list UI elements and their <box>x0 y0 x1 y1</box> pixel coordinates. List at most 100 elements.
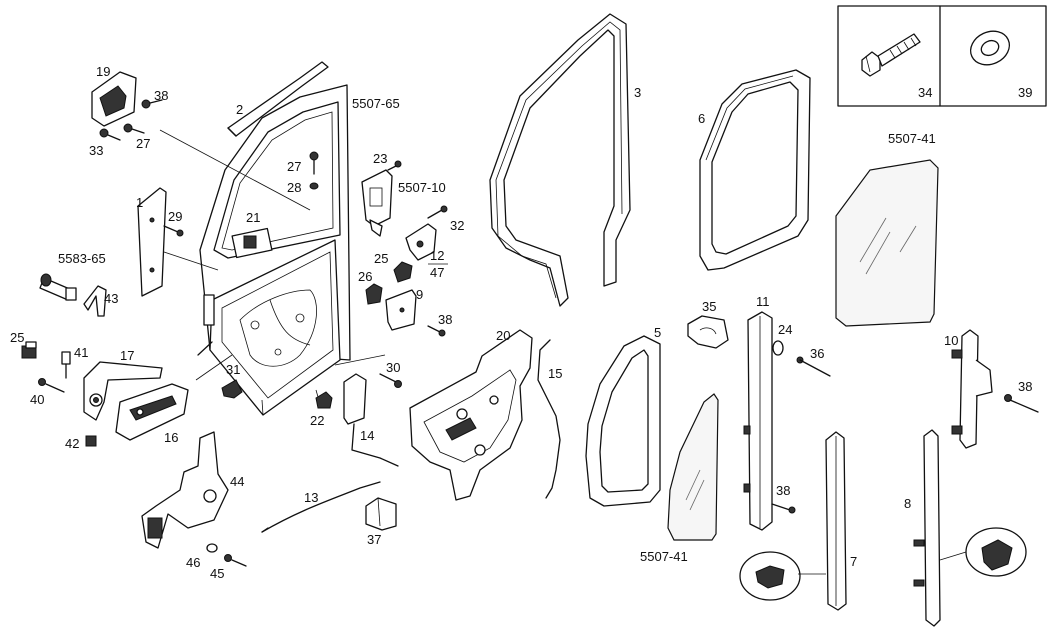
label-31: 31 <box>226 362 240 377</box>
label-5507-41-lower: 5507-41 <box>640 549 688 564</box>
part-20-regulator <box>409 329 533 501</box>
label-9: 9 <box>416 287 423 302</box>
leader-lines <box>157 129 386 405</box>
part-16-bezel <box>115 383 189 441</box>
label-26: 26 <box>358 269 372 284</box>
label-11: 11 <box>756 294 770 309</box>
screw-45 <box>224 554 247 567</box>
label-6: 6 <box>698 111 705 126</box>
part-31 <box>221 379 243 399</box>
door-lock <box>361 169 393 237</box>
screw-27-a <box>123 123 145 134</box>
label-24: 24 <box>778 322 792 337</box>
glass-upper <box>835 159 939 327</box>
label-17: 17 <box>120 348 134 363</box>
part-24-washer <box>772 340 784 356</box>
label-45: 45 <box>210 566 224 581</box>
label-38-b: 38 <box>438 312 452 327</box>
part-8-channel <box>913 429 941 627</box>
screw-36 <box>796 356 831 377</box>
label-47: 47 <box>430 265 444 280</box>
label-5583-65: 5583-65 <box>58 251 106 266</box>
label-46: 46 <box>186 555 200 570</box>
part-15-rod <box>537 339 561 499</box>
part-8-detail <box>939 527 1027 577</box>
label-23: 23 <box>373 151 387 166</box>
part-7-detail <box>739 551 826 601</box>
label-5507-41-upper: 5507-41 <box>888 131 936 146</box>
screw-32 <box>427 205 448 219</box>
bolt-icon <box>861 33 921 77</box>
label-5507-65: 5507-65 <box>352 96 400 111</box>
part-25-left <box>21 341 37 359</box>
label-44: 44 <box>230 474 244 489</box>
label-36: 36 <box>810 346 824 361</box>
label-25-left: 25 <box>10 330 24 345</box>
label-39: 39 <box>1018 85 1032 100</box>
label-29: 29 <box>168 209 182 224</box>
part-43-clip <box>83 285 107 317</box>
part-23-screw <box>387 160 402 171</box>
label-1: 1 <box>136 195 143 210</box>
part-3-seal <box>489 13 631 307</box>
part-2-strip <box>227 61 329 137</box>
screw-33 <box>99 128 121 141</box>
screw-27-b <box>309 151 319 175</box>
glass-lower <box>667 393 719 541</box>
label-28: 28 <box>287 180 301 195</box>
label-42: 42 <box>65 436 79 451</box>
part-46-washer <box>206 543 218 553</box>
part-11-channel <box>743 311 773 531</box>
label-5507-10: 5507-10 <box>398 180 446 195</box>
label-14: 14 <box>360 428 374 443</box>
nut-28 <box>309 182 319 190</box>
label-43: 43 <box>104 291 118 306</box>
label-32: 32 <box>450 218 464 233</box>
part-44-handle <box>141 431 229 549</box>
label-20: 20 <box>496 328 510 343</box>
label-21: 21 <box>246 210 260 225</box>
screw-38-b <box>427 325 446 337</box>
label-3: 3 <box>634 85 641 100</box>
label-27-b: 27 <box>287 159 301 174</box>
inset-box <box>837 5 1047 107</box>
part-19-bracket <box>91 71 137 127</box>
label-35: 35 <box>702 299 716 314</box>
part-14-motor <box>343 373 399 467</box>
label-10: 10 <box>944 333 958 348</box>
label-2: 2 <box>236 102 243 117</box>
part-37 <box>365 497 397 531</box>
part-17-handle <box>83 361 163 421</box>
label-37: 37 <box>367 532 381 547</box>
washer-icon <box>970 30 1010 66</box>
label-13: 13 <box>304 490 318 505</box>
part-9-plate <box>385 289 417 331</box>
part-6-seal <box>699 69 811 271</box>
part-10-channel <box>951 329 993 449</box>
label-27-a: 27 <box>136 136 150 151</box>
label-38-c: 38 <box>776 483 790 498</box>
label-38-d: 38 <box>1018 379 1032 394</box>
part-26 <box>365 283 383 305</box>
door-panel <box>197 84 351 416</box>
label-15: 15 <box>548 366 562 381</box>
label-19: 19 <box>96 64 110 79</box>
screw-38-d <box>1004 394 1039 413</box>
label-34: 34 <box>918 85 932 100</box>
part-41-pin <box>61 351 71 379</box>
part-12-47-bracket <box>405 223 437 261</box>
label-22: 22 <box>310 413 324 428</box>
part-5-seal <box>585 335 661 507</box>
part-1-plate <box>137 187 167 297</box>
screw-30 <box>379 373 402 388</box>
label-8: 8 <box>904 496 911 511</box>
part-22 <box>315 391 333 409</box>
lock-cylinder <box>39 273 77 301</box>
label-41: 41 <box>74 345 88 360</box>
part-13-cable <box>261 481 381 533</box>
callout-labels: 1 2 3 5 6 7 8 9 10 11 12 47 13 14 15 16 … <box>10 64 1032 581</box>
screw-38-a <box>141 99 163 109</box>
label-12: 12 <box>430 248 444 263</box>
